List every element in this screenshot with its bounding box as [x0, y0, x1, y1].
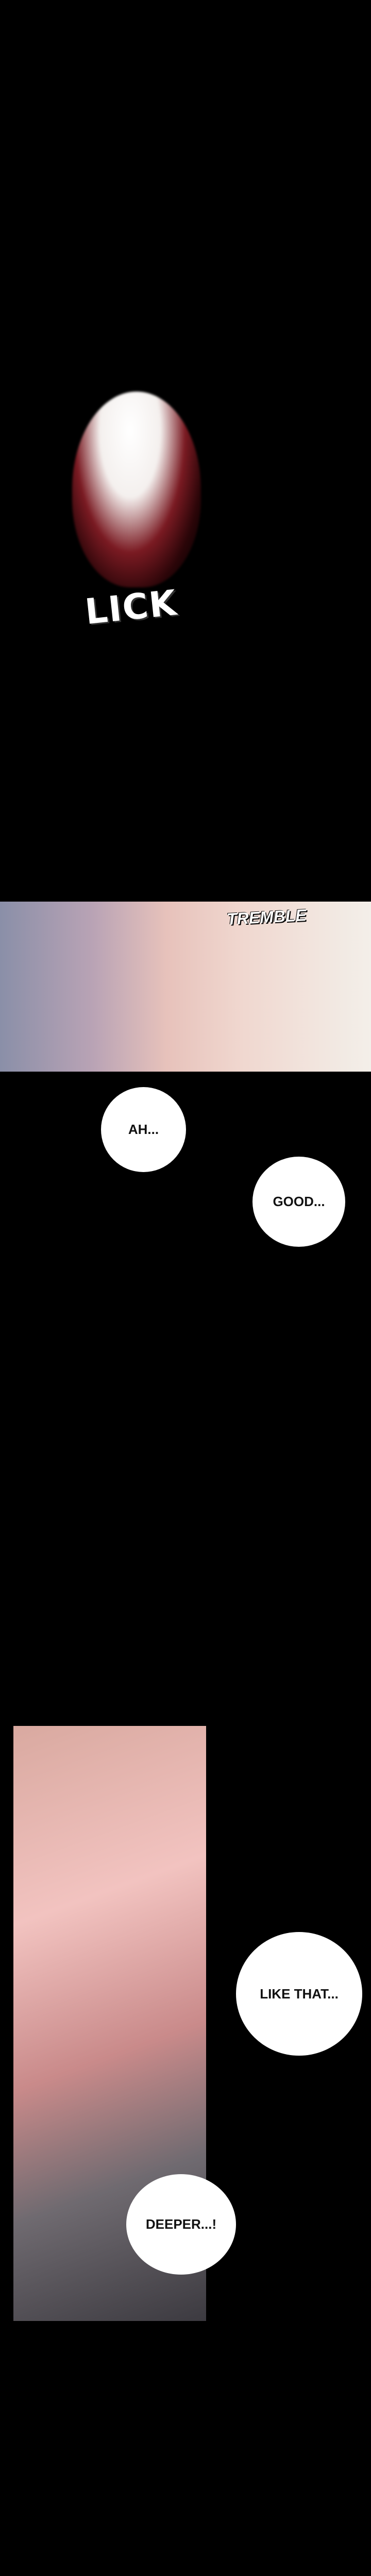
speech-bubble: GOOD... — [252, 1157, 345, 1247]
panel-face-closeup — [0, 902, 371, 1072]
speech-text: GOOD... — [273, 1194, 325, 1209]
speech-text: AH... — [128, 1122, 159, 1137]
speech-bubble: DEEPER...! — [126, 2174, 236, 2275]
panel-spotlight-illustration — [72, 392, 201, 587]
speech-bubble: LIKE THAT... — [236, 1932, 362, 2056]
speech-text: LIKE THAT... — [260, 1986, 339, 2002]
speech-text: DEEPER...! — [145, 2216, 217, 2232]
speech-bubble: AH... — [101, 1087, 186, 1172]
